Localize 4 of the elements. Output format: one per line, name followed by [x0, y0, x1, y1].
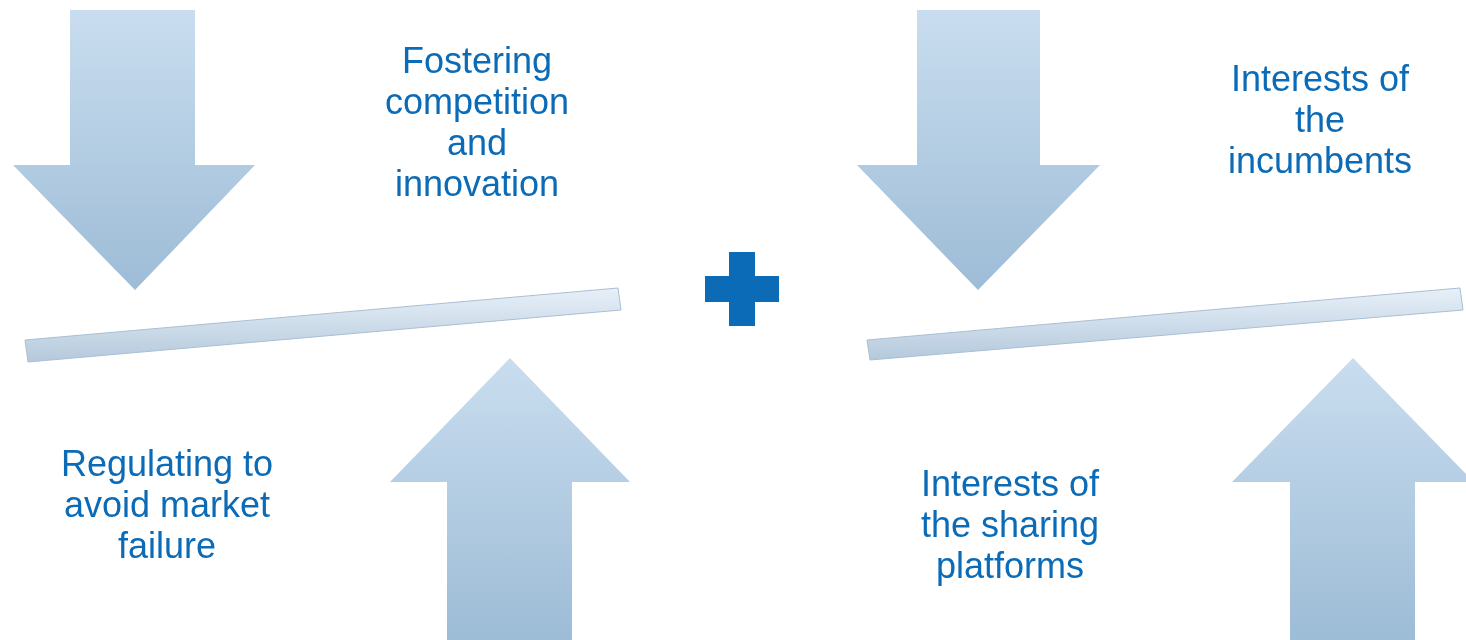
force-label: Interests of the incumbents	[1226, 58, 1414, 181]
force-label: Fostering competition and innovation	[383, 40, 571, 204]
force-label: Regulating to avoid market failure	[60, 443, 274, 566]
force-label: Interests of the sharing platforms	[919, 463, 1101, 586]
